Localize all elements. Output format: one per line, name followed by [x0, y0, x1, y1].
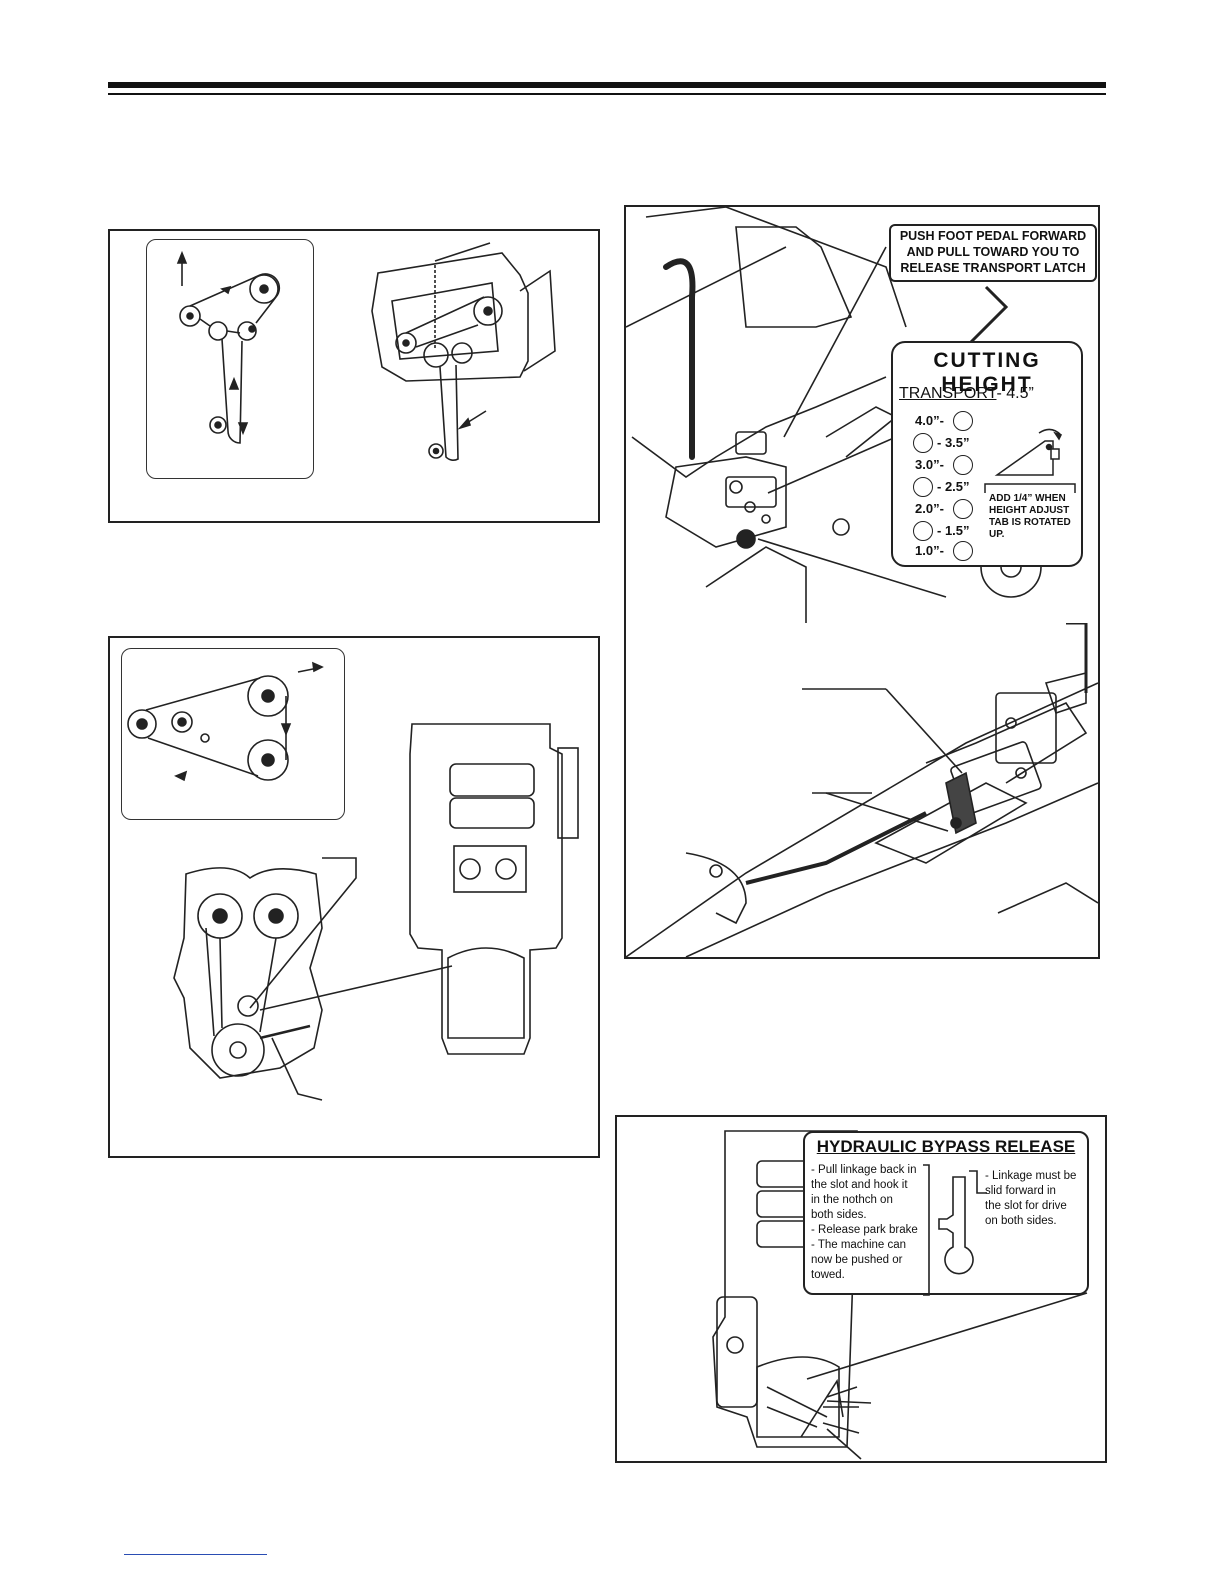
- engine-outline: [447, 947, 525, 1039]
- bypass-instructions-left: - Pull linkage back in the slot and hook…: [811, 1164, 918, 1281]
- leader-line: [783, 246, 887, 438]
- deck-lift-drawing: [626, 207, 1042, 625]
- arrow-head: [176, 250, 188, 264]
- bypass-decal: HYDRAULIC BYPASS RELEASE - Pull linkage …: [803, 1131, 1089, 1296]
- cutting-height-title: CUTTING HEIGHT: [933, 349, 1041, 396]
- cutting-height-decal: CUTTING HEIGHT TRANSPORT- 4.5” 4.0”- - 3…: [891, 341, 1083, 567]
- height-row: 2.0”-: [915, 501, 944, 516]
- leader-line: [434, 242, 491, 262]
- height-row: - 1.5”: [937, 523, 970, 538]
- deck-pulley: [473, 296, 503, 326]
- height-row: - 3.5”: [937, 435, 970, 450]
- linkage-slot-icon: [923, 1164, 987, 1296]
- bypass-machine-drawing: [712, 1130, 1088, 1460]
- pump-fan: [247, 739, 289, 781]
- figure-cutting-height: PUSH FOOT PEDAL FORWARD AND PULL TOWARD …: [624, 205, 1100, 627]
- header-rule-thick: [108, 82, 1106, 88]
- figure-deck-belt: [108, 229, 600, 523]
- leader-line: [271, 1037, 323, 1101]
- callout-line: RELEASE TRANSPORT LATCH: [900, 261, 1086, 275]
- height-row: - 2.5”: [937, 479, 970, 494]
- machine-outline: [409, 723, 563, 1055]
- footer-link-underline: [124, 1554, 267, 1555]
- idler: [451, 342, 473, 364]
- idler: [171, 711, 193, 733]
- lift-plate: [665, 456, 787, 548]
- transport-label: TRANSPORT: [899, 385, 997, 402]
- leader-line: [806, 1292, 1088, 1380]
- transport-value: - 4.5”: [996, 385, 1034, 402]
- note-bracket: [984, 483, 1076, 493]
- height-hole: [953, 499, 973, 519]
- height-row: 4.0”-: [915, 413, 944, 428]
- height-hole: [953, 455, 973, 475]
- leader-line: [822, 1422, 860, 1434]
- pump-routing-inset: [121, 648, 345, 820]
- header-rule-thin: [108, 93, 1106, 95]
- engine-pulley: [127, 709, 157, 739]
- foot-pedal: [685, 852, 747, 925]
- leader-line: [826, 1386, 858, 1398]
- pulley: [249, 274, 279, 304]
- height-tab-icon: [994, 428, 1063, 476]
- height-hole: [913, 521, 933, 541]
- height-adjust-note: ADD 1/4” WHEN HEIGHT ADJUST TAB IS ROTAT…: [989, 493, 1071, 540]
- leader-line: [825, 792, 949, 832]
- idler: [237, 995, 259, 1017]
- bypass-instructions-right: - Linkage must be slid forward in the sl…: [985, 1170, 1077, 1227]
- height-pin: [736, 529, 756, 549]
- height-row: 3.0”-: [915, 457, 944, 472]
- height-hole: [953, 411, 973, 431]
- leader-line: [826, 1400, 872, 1404]
- engine-pulley: [209, 416, 227, 434]
- leader-line: [249, 857, 357, 1009]
- engine-pulley: [211, 1023, 265, 1077]
- foot-pedal-drawing: [626, 623, 1098, 957]
- height-row: 1.0”-: [915, 543, 944, 558]
- pump-fan: [247, 675, 289, 717]
- leader-line: [826, 1428, 862, 1460]
- pump-drive-drawing: [127, 661, 579, 1101]
- figure-hydraulic-bypass: HYDRAULIC BYPASS RELEASE - Pull linkage …: [615, 1115, 1107, 1463]
- figure-pump-drive: [108, 636, 600, 1158]
- detail-outline: [173, 867, 323, 1079]
- leader-line: [885, 688, 963, 774]
- transport-height: TRANSPORT- 4.5”: [899, 385, 1034, 403]
- height-hole: [913, 433, 933, 453]
- figure-foot-pedal: [624, 623, 1100, 959]
- bypass-title: HYDRAULIC BYPASS RELEASE: [816, 1137, 1076, 1156]
- leader-line: [259, 965, 453, 1011]
- callout-release-transport-latch: PUSH FOOT PEDAL FORWARD AND PULL TOWARD …: [889, 224, 1097, 282]
- height-hole: [913, 477, 933, 497]
- callout-line: AND PULL TOWARD YOU TO: [906, 245, 1080, 259]
- idler: [237, 321, 257, 341]
- height-hole: [953, 541, 973, 561]
- deck-belt-drawing: [176, 242, 556, 461]
- idler: [423, 342, 449, 368]
- callout-line: PUSH FOOT PEDAL FORWARD: [899, 229, 1087, 243]
- leader-line: [757, 538, 947, 598]
- idler: [208, 321, 228, 341]
- leader-line: [767, 436, 897, 494]
